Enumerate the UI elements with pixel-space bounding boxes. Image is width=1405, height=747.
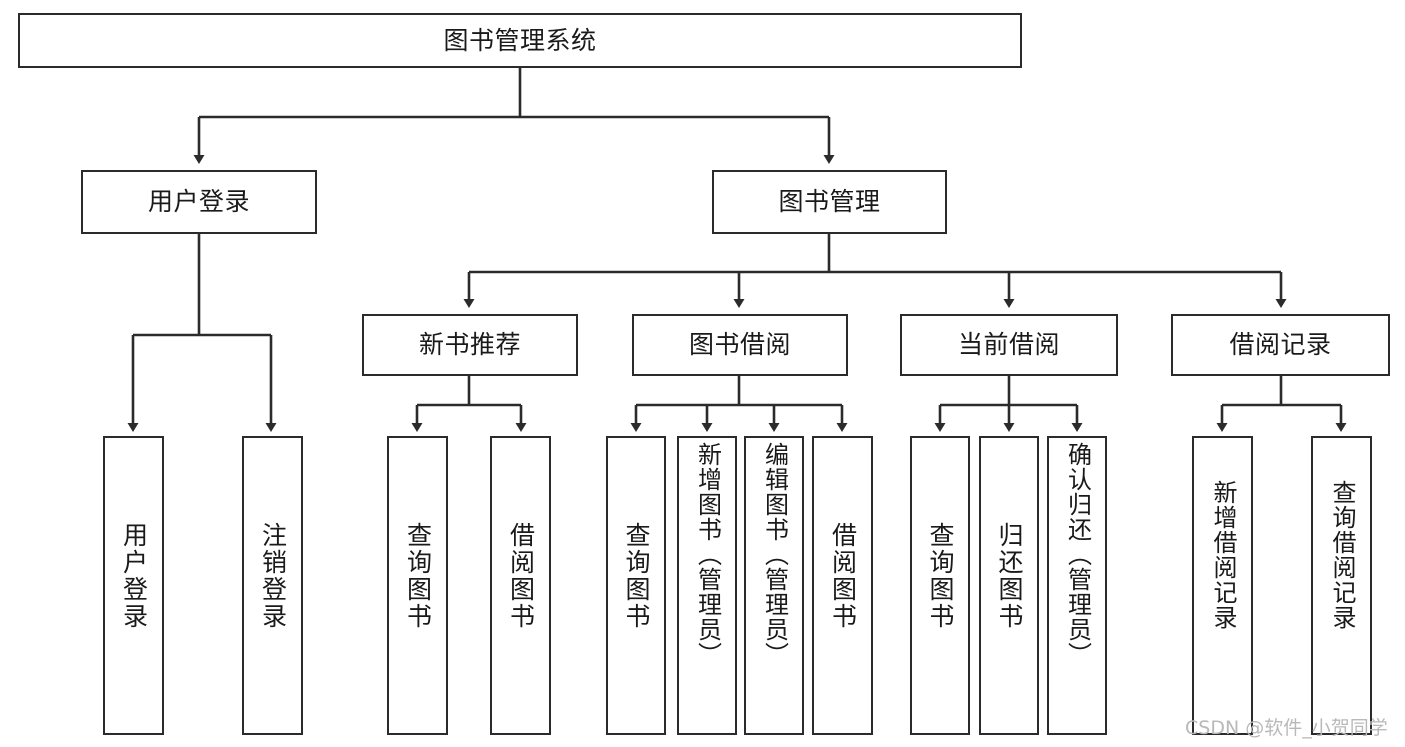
node-new-book-rec[interactable]: 新书推荐	[362, 314, 578, 376]
node-leaf-query-book-2[interactable]: 查询图书	[606, 436, 666, 735]
node-root-label: 图书管理系统	[443, 25, 597, 55]
node-root[interactable]: 图书管理系统	[18, 13, 1022, 68]
node-leaf-query-book-2-label: 查询图书	[622, 522, 651, 630]
node-leaf-logout[interactable]: 注销登录	[242, 436, 303, 735]
node-leaf-add-record-label: 新增借阅记录	[1208, 480, 1237, 630]
node-leaf-add-record[interactable]: 新增借阅记录	[1192, 436, 1253, 735]
node-leaf-return-book-label: 归还图书	[995, 522, 1024, 630]
node-leaf-query-book-3[interactable]: 查询图书	[910, 436, 970, 735]
node-new-book-rec-label: 新书推荐	[418, 330, 521, 360]
node-book-borrow[interactable]: 图书借阅	[632, 314, 848, 376]
node-leaf-confirm-return-label: 确认归还（管理员）	[1063, 442, 1092, 667]
node-borrow-record-label: 借阅记录	[1229, 330, 1332, 360]
node-book-manage[interactable]: 图书管理	[712, 170, 947, 234]
node-leaf-add-book[interactable]: 新增图书（管理员）	[677, 436, 737, 735]
node-current-borrow-label: 当前借阅	[957, 330, 1060, 360]
node-leaf-query-book-3-label: 查询图书	[926, 522, 955, 630]
node-book-manage-label: 图书管理	[778, 187, 881, 217]
node-leaf-user-login-label: 用户登录	[119, 522, 149, 630]
node-leaf-query-record[interactable]: 查询借阅记录	[1311, 436, 1372, 735]
node-leaf-return-book[interactable]: 归还图书	[979, 436, 1039, 735]
node-leaf-borrow-book-1[interactable]: 借阅图书	[490, 436, 551, 735]
node-current-borrow[interactable]: 当前借阅	[900, 314, 1118, 376]
node-leaf-add-book-label: 新增图书（管理员）	[693, 442, 722, 667]
node-leaf-query-book-1[interactable]: 查询图书	[387, 436, 448, 735]
node-leaf-edit-book[interactable]: 编辑图书（管理员）	[744, 436, 804, 735]
node-book-borrow-label: 图书借阅	[688, 330, 791, 360]
node-leaf-query-record-label: 查询借阅记录	[1327, 480, 1356, 630]
node-leaf-borrow-book-2-label: 借阅图书	[828, 522, 858, 630]
node-user-login-label: 用户登录	[147, 187, 250, 217]
node-user-login[interactable]: 用户登录	[81, 170, 317, 234]
node-borrow-record[interactable]: 借阅记录	[1171, 314, 1390, 376]
node-leaf-user-login[interactable]: 用户登录	[103, 436, 164, 735]
node-leaf-borrow-book-1-label: 借阅图书	[506, 522, 536, 630]
node-leaf-confirm-return[interactable]: 确认归还（管理员）	[1047, 436, 1107, 735]
node-leaf-logout-label: 注销登录	[258, 522, 288, 630]
node-leaf-edit-book-label: 编辑图书（管理员）	[760, 442, 789, 667]
node-leaf-query-book-1-label: 查询图书	[403, 522, 433, 630]
csdn-watermark: CSDN @软件_小贺同学	[1185, 717, 1388, 739]
node-leaf-borrow-book-2[interactable]: 借阅图书	[812, 436, 873, 735]
